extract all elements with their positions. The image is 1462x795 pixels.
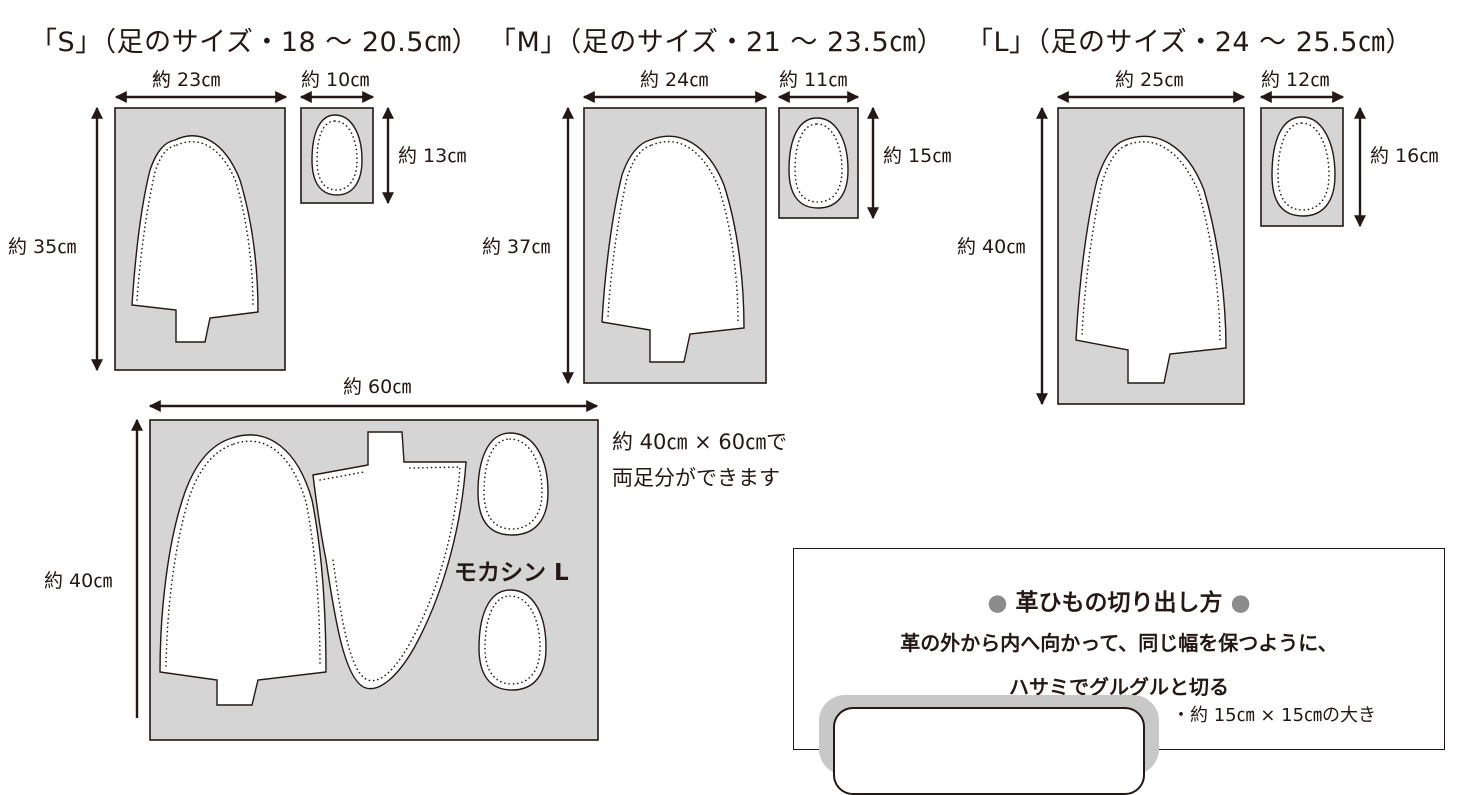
s-small-width-label: 約 10㎝ bbox=[301, 69, 370, 91]
l-height-label: 約 40㎝ bbox=[957, 236, 1026, 258]
size-s-title: 「S」（足のサイズ・18 ～ 20.5㎝） bbox=[30, 27, 479, 58]
s-sole-piece bbox=[311, 114, 363, 196]
s-upper-piece bbox=[131, 135, 259, 343]
size-l-title: 「L」（足のサイズ・24 ～ 25.5㎝） bbox=[966, 27, 1413, 58]
panel-illustration-frame bbox=[819, 695, 1159, 795]
large-layout-diagram bbox=[131, 400, 599, 741]
l-sole-piece bbox=[1271, 116, 1336, 217]
large-upper-left bbox=[159, 434, 327, 706]
l-width-label: 約 25㎝ bbox=[1115, 69, 1184, 91]
m-sole-piece bbox=[788, 117, 849, 209]
large-height-label: 約 40㎝ bbox=[44, 570, 113, 592]
yield-note: 約 40㎝ × 60㎝で 両足分ができます bbox=[612, 430, 788, 491]
l-upper-piece bbox=[1075, 135, 1227, 384]
s-small-height-label: 約 13㎝ bbox=[398, 145, 467, 167]
panel-instruction-1: 革の外から内へ向かって、同じ幅を保つように、 bbox=[900, 631, 1338, 655]
panel-side-text: ・約 15㎝ × 15㎝の大き bbox=[1172, 705, 1377, 726]
size-s-diagram bbox=[91, 91, 394, 372]
size-m-diagram bbox=[562, 91, 879, 385]
l-small-height-label: 約 16㎝ bbox=[1370, 145, 1439, 167]
moccasin-label: モカシン L bbox=[454, 560, 569, 586]
m-height-label: 約 37㎝ bbox=[482, 236, 551, 258]
large-sole-top bbox=[477, 432, 549, 536]
large-sole-bottom bbox=[478, 589, 547, 691]
lace-cutting-panel: ● 革ひもの切り出し方 ● 革の外から内へ向かって、同じ幅を保つように、 ハサミ… bbox=[793, 548, 1445, 795]
size-m-title: 「M」（足のサイズ・21 ～ 23.5㎝） bbox=[489, 27, 945, 58]
l-small-width-label: 約 12㎝ bbox=[1261, 69, 1330, 91]
panel-heading: ● 革ひもの切り出し方 ● bbox=[987, 590, 1251, 616]
m-width-label: 約 24㎝ bbox=[640, 69, 709, 91]
m-small-width-label: 約 11㎝ bbox=[779, 69, 848, 91]
s-height-label: 約 35㎝ bbox=[8, 236, 77, 258]
large-width-label: 約 60㎝ bbox=[343, 376, 412, 398]
size-l-diagram bbox=[1036, 91, 1366, 406]
m-upper-piece bbox=[601, 135, 745, 363]
m-small-height-label: 約 15㎝ bbox=[883, 145, 952, 167]
s-width-label: やく約 23㎝ bbox=[152, 69, 221, 91]
large-upper-right bbox=[312, 431, 467, 690]
